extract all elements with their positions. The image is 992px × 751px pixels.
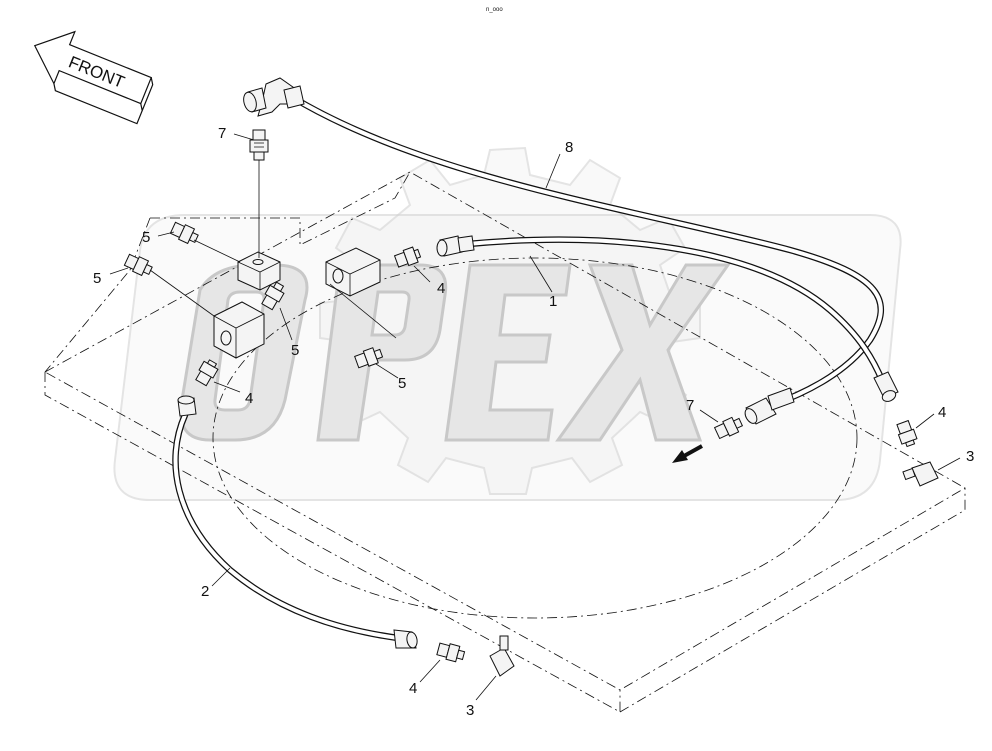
fitting-7-top [249, 129, 269, 161]
callout-4-right: 4 [938, 404, 946, 421]
distribution-block-left [213, 301, 265, 359]
fitting-4-bottom [436, 642, 466, 663]
callout-4-left: 4 [245, 390, 253, 407]
distribution-block-rear [237, 251, 281, 291]
fitting-5-d [354, 347, 384, 369]
fitting-4-left [195, 359, 219, 387]
callouts: 7 8 5 5 4 1 5 5 4 7 4 3 2 4 3 [93, 125, 974, 719]
callout-2: 2 [201, 583, 209, 600]
callout-5-a: 5 [142, 229, 150, 246]
watermark-opex-logo [179, 263, 731, 442]
fitting-3-right [902, 461, 939, 487]
callout-4-bottom: 4 [409, 680, 417, 697]
fitting-3-bottom [489, 635, 515, 677]
callout-5-b: 5 [93, 270, 101, 287]
callout-1: 1 [549, 293, 557, 310]
diagram-code: n_ooo [486, 7, 503, 13]
base-plate [44, 171, 966, 713]
callout-3-bottom: 3 [466, 702, 474, 719]
distribution-block-center [325, 247, 381, 297]
callout-5-d: 5 [398, 375, 406, 392]
hose-2 [172, 395, 418, 649]
watermark [113, 146, 902, 501]
fitting-5-b [123, 253, 153, 277]
callout-4-center: 4 [437, 280, 445, 297]
leader-lines [109, 133, 961, 701]
callout-5-c: 5 [291, 342, 299, 359]
fitting-4-right [896, 419, 918, 448]
front-direction-arrow: FRONT [33, 30, 154, 125]
callout-8: 8 [565, 139, 573, 156]
fitting-5-c [261, 281, 285, 311]
callout-7-right: 7 [686, 397, 694, 414]
hose-1 [436, 235, 899, 402]
fitting-7-right [713, 416, 744, 440]
callout-3-right: 3 [966, 448, 974, 465]
hose-8 [243, 77, 885, 425]
fitting-5-a [169, 221, 199, 245]
flow-arrow-icon [672, 444, 703, 463]
fitting-4-center [393, 246, 422, 268]
callout-7-top: 7 [218, 125, 226, 142]
